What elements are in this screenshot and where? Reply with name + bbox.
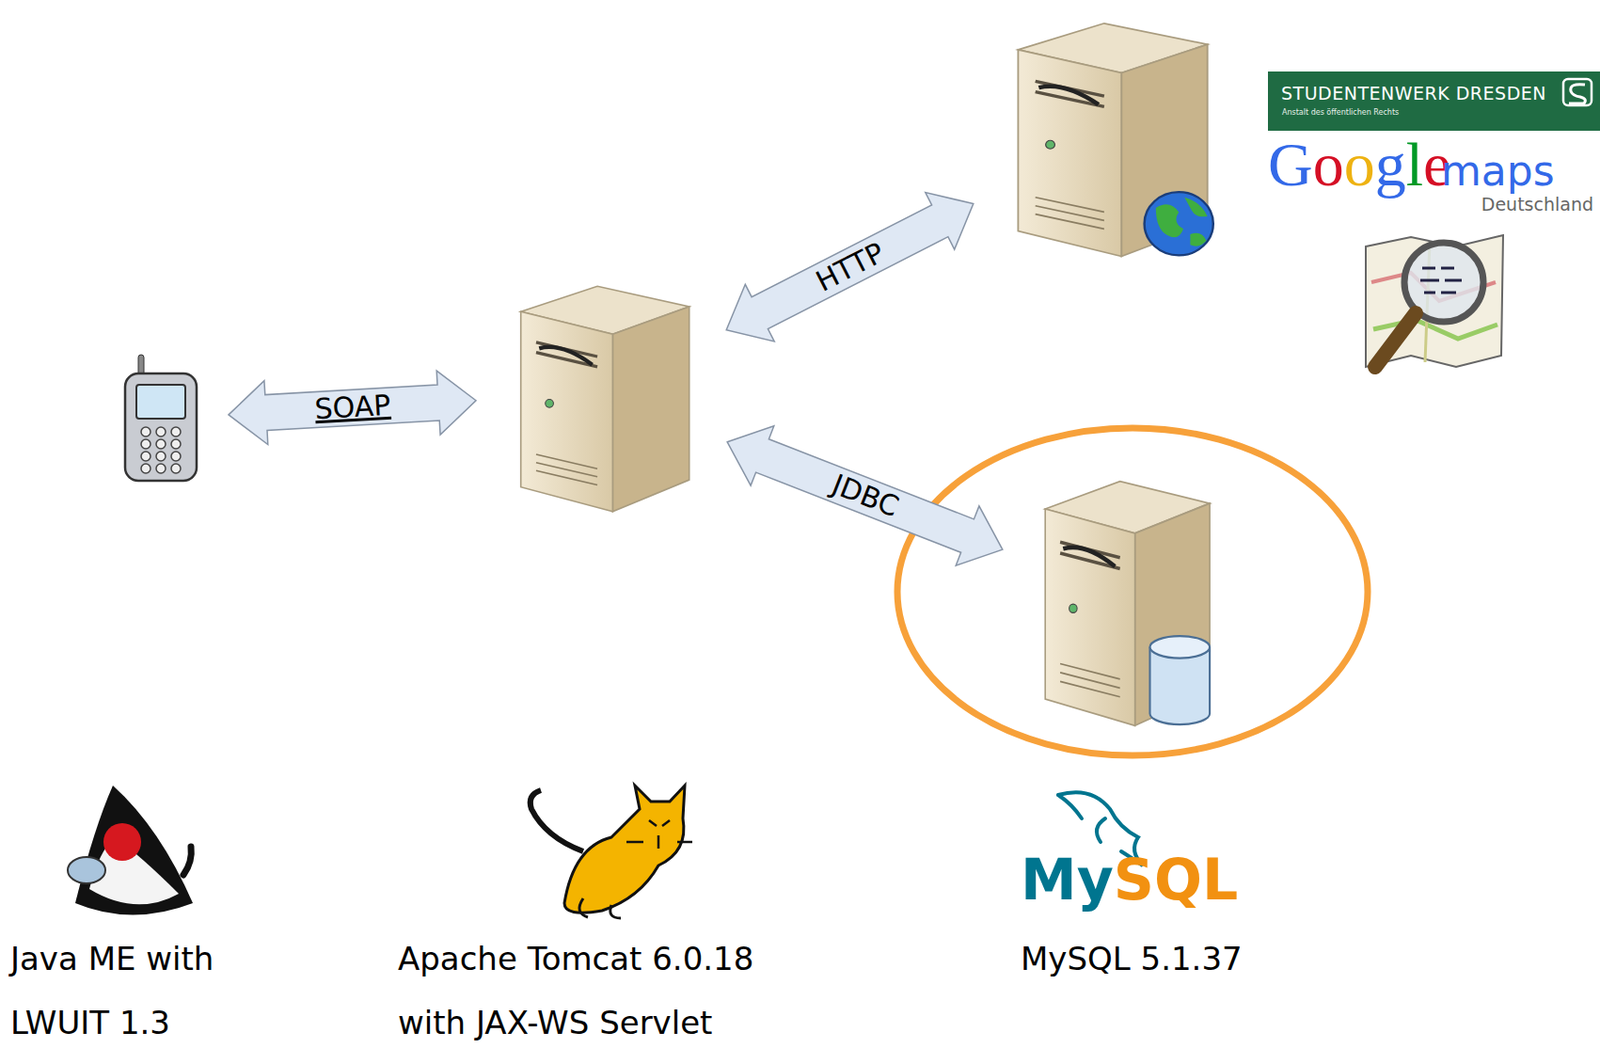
java-duke-logo — [67, 785, 193, 916]
logo-letter: M — [1020, 846, 1078, 913]
phone-node — [117, 352, 205, 485]
server-icon — [500, 270, 705, 516]
server-node — [995, 7, 1225, 261]
server-icon — [995, 7, 1225, 261]
caption: Java ME with LWUIT 1.3 — [10, 926, 255, 1048]
logo-letter: o — [1313, 129, 1345, 199]
logo-letter: y — [1077, 846, 1114, 913]
logo-letter: G — [1267, 129, 1314, 199]
logo-text: MySQL — [1020, 851, 1238, 908]
logo-subtext: Anstalt des öffentlichen Rechts — [1282, 108, 1399, 117]
tomcat-logo — [530, 785, 693, 919]
logo-mark — [1563, 79, 1592, 106]
logo-text: STUDENTENWERK DRESDEN — [1281, 82, 1547, 104]
database-node — [1025, 464, 1225, 730]
phone-icon — [117, 352, 205, 485]
server-icon — [1025, 464, 1225, 730]
server-node — [500, 270, 705, 516]
logo-subtext: Deutschland — [1481, 195, 1594, 214]
caption: MySQL 5.1.37 — [1020, 926, 1331, 991]
logo-letter: Q — [1154, 846, 1203, 913]
logo-letter: L — [1202, 846, 1238, 913]
highlight-ellipse — [897, 427, 1368, 756]
logo-letter: o — [1344, 129, 1376, 199]
caption: Apache Tomcat 6.0.18 with JAX-WS Servlet — [397, 926, 812, 1048]
logo-text: Google — [1267, 133, 1451, 196]
logo-banner — [1267, 71, 1600, 131]
logo-text: maps — [1441, 150, 1555, 192]
edge-label: SOAP — [313, 391, 391, 425]
logo-letter: S — [1113, 846, 1155, 913]
double-arrow — [726, 192, 974, 342]
logo-letter: g — [1375, 129, 1407, 199]
logo-letter: l — [1406, 129, 1424, 199]
double-arrow — [727, 426, 1003, 567]
map-icon — [1365, 235, 1504, 367]
double-arrow — [228, 370, 476, 444]
logo-mark — [1568, 84, 1585, 104]
